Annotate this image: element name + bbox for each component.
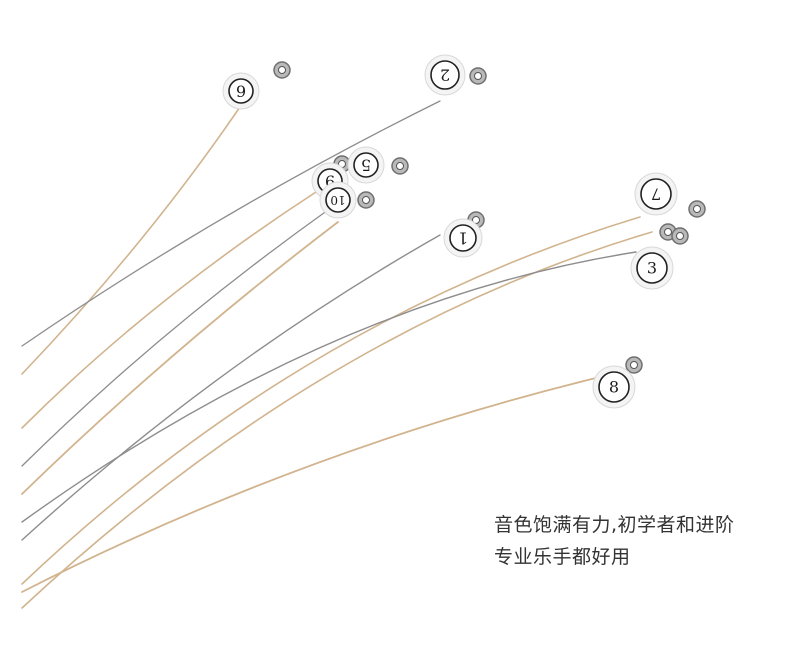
caption-line-1: 音色饱满有力,初学者和进阶 xyxy=(494,514,735,536)
string-9 xyxy=(21,251,637,523)
number-tag-label: 2 xyxy=(440,66,450,85)
string-10 xyxy=(21,375,605,593)
strings-layer xyxy=(21,100,653,609)
number-tag-label: 10 xyxy=(330,193,345,207)
number-tag-10: 10 xyxy=(319,181,357,219)
string-3 xyxy=(21,191,317,429)
string-1 xyxy=(21,100,245,375)
number-tag-label: 6 xyxy=(236,82,246,101)
ball-end-1 xyxy=(273,61,291,79)
number-tag-label: 9 xyxy=(325,172,335,191)
number-tag-label: 8 xyxy=(609,378,619,397)
number-tag-3: 3 xyxy=(630,246,674,290)
ball-end-4 xyxy=(357,191,375,209)
caption-line-2: 专业乐手都好用 xyxy=(494,546,631,568)
number-tag-label: 7 xyxy=(651,185,661,204)
number-tag-8: 8 xyxy=(592,365,636,409)
string-7 xyxy=(21,216,641,585)
number-tag-label: 5 xyxy=(361,156,371,175)
ball-end-8 xyxy=(671,227,689,245)
number-tag-1: 1 xyxy=(443,218,483,258)
string-5 xyxy=(21,221,339,495)
ball-end-6 xyxy=(688,200,706,218)
string-6 xyxy=(21,234,441,541)
number-tag-label: 3 xyxy=(647,259,657,278)
number-tag-2: 2 xyxy=(424,54,466,96)
ball-ends-layer xyxy=(273,61,706,374)
string-8 xyxy=(21,231,653,609)
number-tag-7: 7 xyxy=(634,172,678,216)
number-tag-6: 6 xyxy=(222,72,260,110)
ball-end-3 xyxy=(391,157,409,175)
number-tag-5: 5 xyxy=(347,146,385,184)
number-tags-layer: 6 2 5 9 10 1 7 3 8 xyxy=(222,54,678,409)
string-4 xyxy=(21,209,329,467)
ball-end-9 xyxy=(625,356,643,374)
number-tag-label: 1 xyxy=(458,229,468,248)
string-2 xyxy=(21,100,441,347)
ball-end-2 xyxy=(469,67,487,85)
